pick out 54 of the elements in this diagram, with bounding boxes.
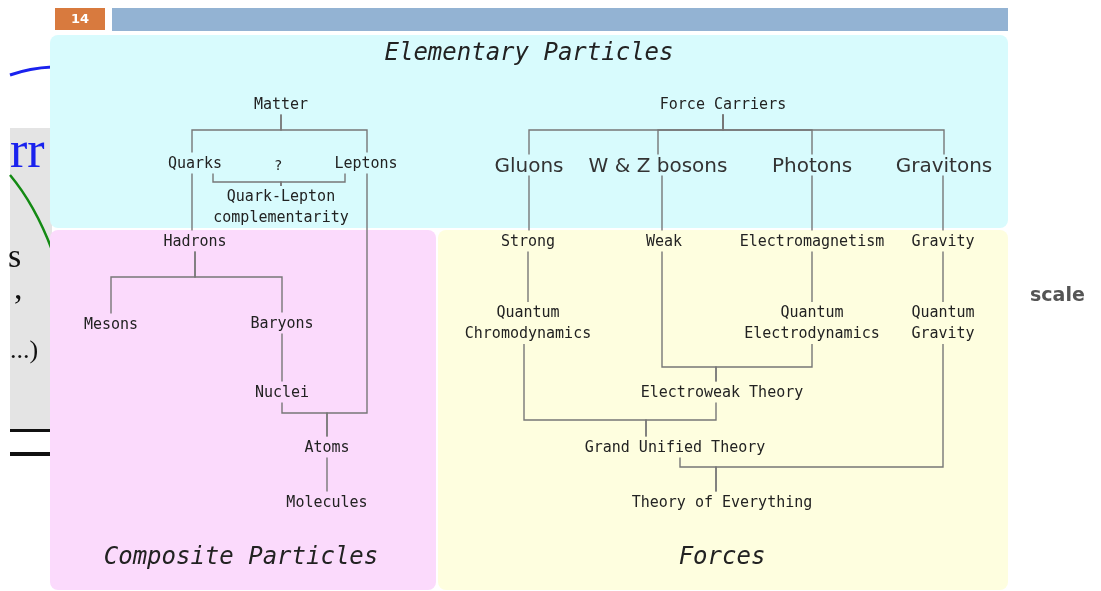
category-panel <box>50 35 1008 228</box>
concept-label: Weak <box>645 230 683 252</box>
concept-label: Hadrons <box>163 230 227 252</box>
text-fragment: ...) <box>10 335 39 365</box>
concept-label: Grand Unified Theory <box>584 436 766 458</box>
concept-label: Baryons <box>250 312 314 334</box>
connector-line <box>715 343 944 493</box>
connector-line <box>811 174 813 232</box>
connector-line <box>281 332 283 383</box>
connector-line <box>326 456 328 493</box>
particle-label: Gluons <box>494 154 564 176</box>
category-panel <box>438 230 1008 590</box>
concept-label: Gravity <box>911 230 975 252</box>
concept-label: Nuclei <box>254 381 310 403</box>
connector-line <box>280 113 368 154</box>
connector-line <box>527 250 529 303</box>
question-mark: ? <box>274 157 283 173</box>
connector-line <box>722 113 945 156</box>
concept-label: Quark-Lepton complementarity <box>206 186 356 228</box>
particle-label: Gravitons <box>895 154 993 176</box>
heading-fragment: rr <box>10 120 45 180</box>
concept-label: Quarks <box>167 152 223 174</box>
connector-line <box>281 401 328 438</box>
concept-label: Quantum Electrodynamics <box>727 302 897 344</box>
connector-line <box>528 174 530 232</box>
connector-line <box>191 172 193 232</box>
concept-label: Electromagnetism <box>739 230 885 252</box>
concept-label: Molecules <box>286 491 368 513</box>
concept-label: Quantum Chromodynamics <box>448 302 608 344</box>
concept-label: Strong <box>500 230 556 252</box>
category-panel <box>50 230 436 590</box>
concept-label: Mesons <box>83 313 139 335</box>
connector-line <box>811 250 813 303</box>
page-number: 14 <box>55 8 105 30</box>
concept-label: Quantum Gravity <box>903 302 983 344</box>
connector-line <box>661 174 663 232</box>
connector-line <box>715 343 813 383</box>
panel-heading: Composite Particles <box>103 542 379 570</box>
connector-line <box>194 250 283 314</box>
concept-label: Atoms <box>304 436 350 458</box>
particle-label: Photons <box>771 154 853 176</box>
particle-label: W & Z bosons <box>588 154 728 176</box>
panel-heading: Forces <box>678 542 766 570</box>
connector-line <box>280 172 346 187</box>
text-fragment: scale <box>1030 282 1085 306</box>
concept-label: Force Carriers <box>659 93 787 115</box>
concept-label: Leptons <box>334 152 398 174</box>
connector-line <box>645 401 717 438</box>
concept-label: Matter <box>253 93 309 115</box>
panel-heading: Elementary Particles <box>384 38 674 66</box>
connector-line <box>942 174 944 232</box>
concept-label: Theory of Everything <box>631 491 813 513</box>
connector-line <box>942 250 944 303</box>
concept-label: Electroweak Theory <box>640 381 804 403</box>
